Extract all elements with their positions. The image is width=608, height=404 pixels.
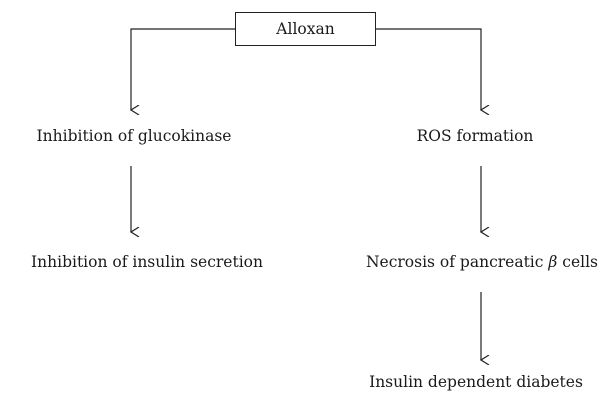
glucokinase-inhibition-node: Inhibition of glucokinase <box>36 127 232 145</box>
necrosis-prefix: Necrosis of pancreatic <box>365 253 544 271</box>
connector-root-to-ros <box>376 28 481 110</box>
beta-cell-necrosis-node: Necrosis of pancreatic β cells <box>366 252 598 272</box>
necrosis-suffix: cells <box>562 253 599 271</box>
insulin-secretion-inhibition-node: Inhibition of insulin secretion <box>31 253 263 271</box>
alloxan-box: Alloxan <box>235 12 376 46</box>
alloxan-label: Alloxan <box>276 20 335 38</box>
insulin-dependent-diabetes-node: Insulin dependent diabetes <box>369 373 583 391</box>
beta-symbol: β <box>548 253 558 271</box>
ros-formation-node: ROS formation <box>416 127 534 145</box>
connector-root-to-glucokinase <box>131 28 235 110</box>
